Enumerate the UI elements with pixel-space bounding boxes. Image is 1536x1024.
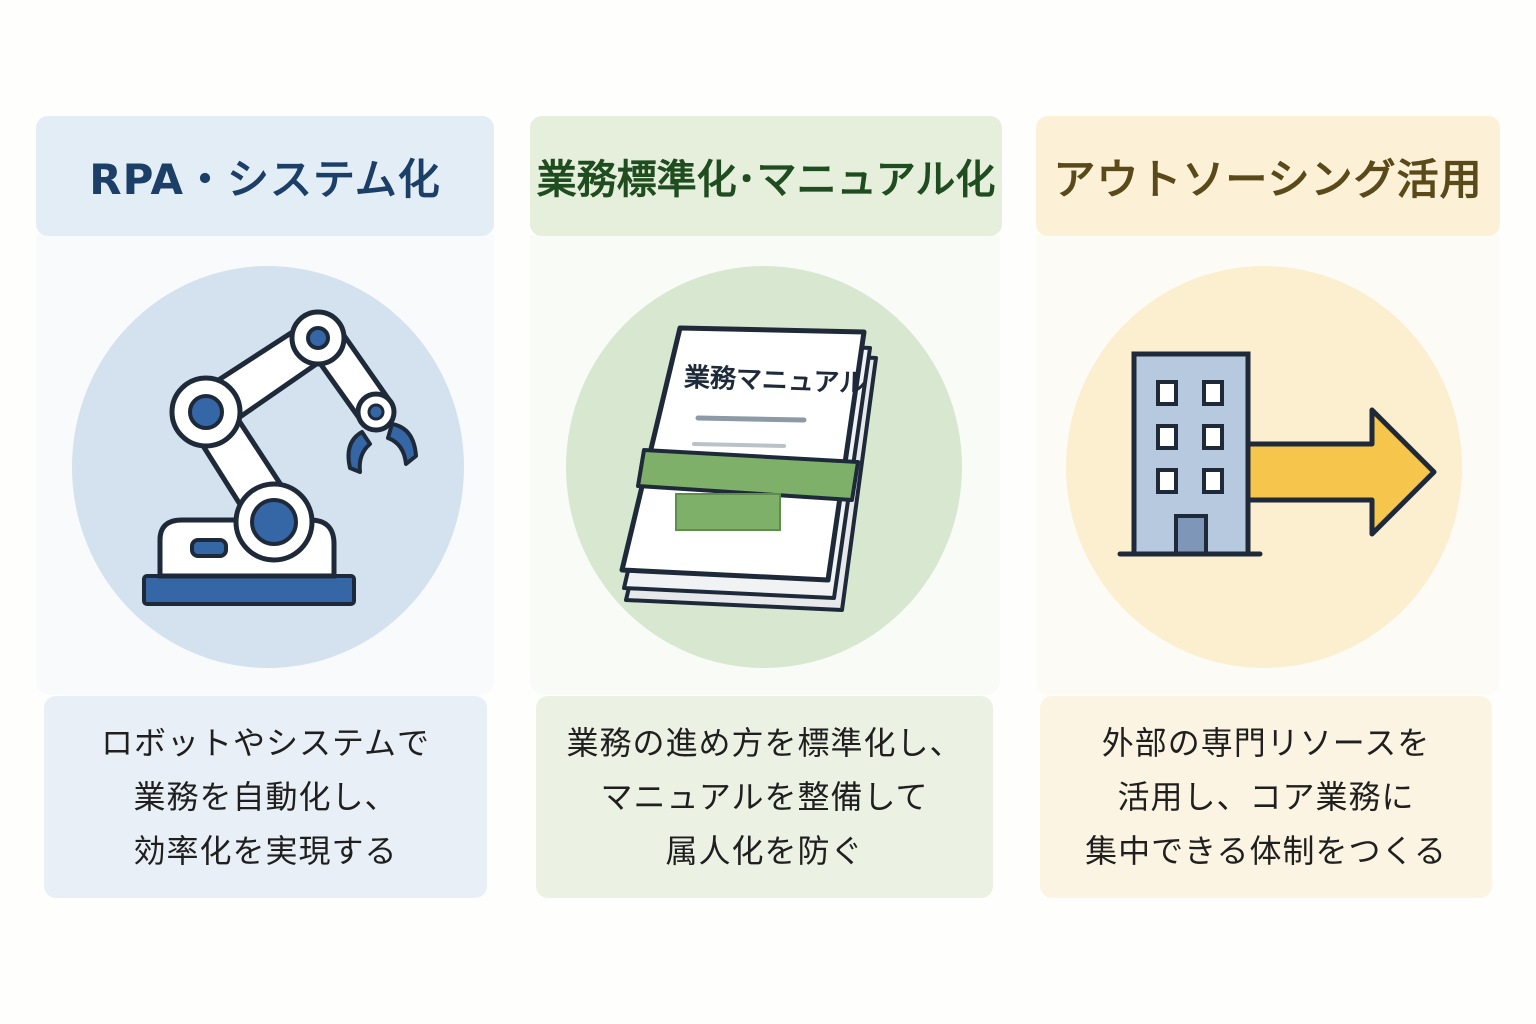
column-2-header: 業務標準化･マニュアル化 (530, 116, 1002, 236)
column-1-header: RPA・システム化 (36, 116, 494, 236)
column-1-description: ロボットやシステムで 業務を自動化し、 効率化を実現する (44, 696, 487, 898)
column-3-description-line-3: 集中できる体制をつくる (1085, 832, 1447, 870)
column-2-description-line-2: マニュアルを整備して (600, 778, 929, 816)
manual-title: 業務マニュアル (683, 362, 866, 400)
column-1-description-line-2: 業務を自動化し、 (133, 778, 398, 816)
building-arrow-icon (1117, 351, 1437, 557)
column-1-description-line-1: ロボットやシステムで (100, 724, 431, 762)
robot-arm-icon (142, 309, 418, 606)
column-1-description-line-3: 効率化を実現する (133, 832, 398, 870)
column-2-description-line-1: 業務の進め方を標準化し、 (566, 724, 963, 762)
column-3-description-line-2: 活用し、コア業務に (1117, 778, 1415, 816)
column-3-description-line-1: 外部の専門リソースを (1101, 724, 1431, 762)
column-2-description: 業務の進め方を標準化し、 マニュアルを整備して 属人化を防ぐ (536, 696, 993, 898)
column-3-description: 外部の専門リソースを 活用し、コア業務に 集中できる体制をつくる (1040, 696, 1492, 898)
manual-book-icon (619, 325, 878, 612)
column-3-header: アウトソーシング活用 (1036, 116, 1500, 236)
column-2-description-line-3: 属人化を防ぐ (665, 832, 864, 870)
